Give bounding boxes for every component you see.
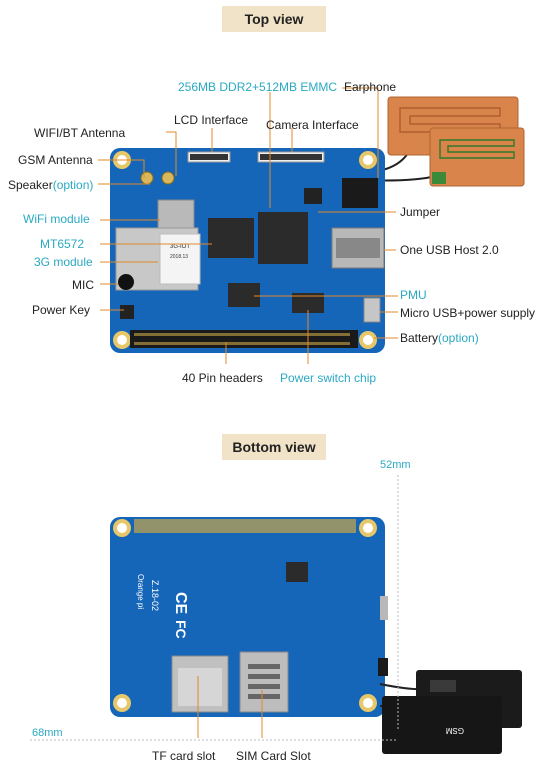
pin-header (130, 330, 358, 348)
label-memory: 256MB DDR2+512MB EMMC (178, 80, 338, 94)
memory-chip (258, 212, 308, 264)
antenna-mark: GSM (445, 726, 464, 735)
label-pin-headers: 40 Pin headers (182, 371, 263, 385)
silk-model: Z.18-02 (150, 580, 160, 611)
label-wifi-module: WiFi module (23, 212, 90, 226)
bottom-view-title: Bottom view (222, 434, 326, 460)
chip-marking: 3G-IOT (170, 244, 190, 250)
dimension-width: 52mm (380, 459, 411, 471)
label-speaker-text: Speaker (8, 178, 53, 192)
earphone-jack (342, 178, 378, 208)
mt6572-chip (208, 218, 254, 258)
label-jumper: Jumper (400, 205, 441, 219)
mic (118, 274, 134, 290)
bottom-antenna-2 (382, 696, 502, 754)
power-key (120, 305, 134, 319)
top-view-title: Top view (222, 6, 326, 32)
label-micro-usb: Micro USB+power supply (400, 306, 536, 320)
label-battery-text: Battery (400, 331, 439, 345)
label-3g-module: 3G module (34, 255, 93, 269)
label-camera-interface: Camera Interface (266, 118, 359, 132)
chip-date: 2018.13 (170, 254, 188, 260)
jumper (304, 188, 322, 204)
label-usb-host: One USB Host 2.0 (400, 243, 499, 257)
label-gsm-antenna: GSM Antenna (18, 153, 93, 167)
label-battery: Battery(option) (400, 331, 479, 345)
pmu-chip (228, 283, 260, 307)
label-wifi-bt-antenna: WIFI/BT Antenna (34, 126, 126, 140)
label-lcd-interface: LCD Interface (174, 113, 249, 127)
label-pmu: PMU (400, 288, 427, 302)
label-battery-option: (option) (438, 331, 479, 345)
power-switch-chip (292, 293, 324, 313)
svg-text:FC: FC (173, 620, 189, 639)
svg-text:CE: CE (172, 592, 189, 615)
sim-card-slot (239, 651, 289, 713)
label-earphone: Earphone (344, 80, 397, 94)
label-speaker: Speaker(option) (8, 178, 93, 192)
label-speaker-option: (option) (52, 178, 94, 192)
label-mic: MIC (72, 278, 94, 292)
label-power-switch-chip: Power switch chip (280, 371, 377, 385)
label-sim-card-slot: SIM Card Slot (236, 749, 311, 763)
label-power-key: Power Key (32, 303, 91, 317)
label-mt6572: MT6572 (40, 237, 85, 251)
micro-usb-port (363, 297, 381, 323)
label-tf-card-slot: TF card slot (152, 749, 216, 763)
dimension-height: 68mm (32, 727, 63, 739)
silk-brand: Orange pi (136, 574, 145, 609)
wifi-module (157, 199, 195, 229)
gsm-antenna-patch (429, 127, 525, 187)
